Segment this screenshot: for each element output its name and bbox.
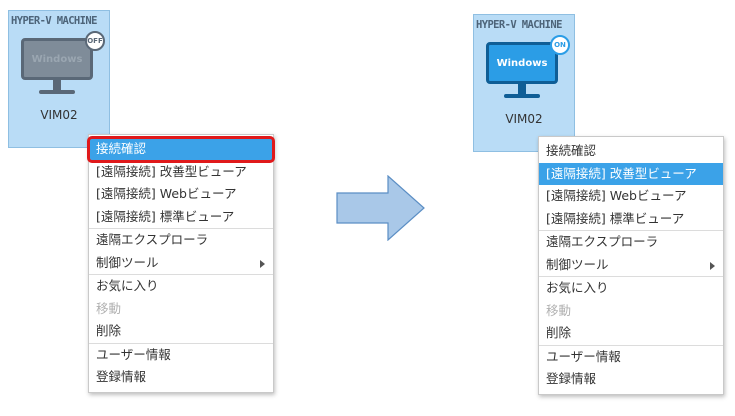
machine-name: VIM02	[40, 108, 78, 122]
menu-item-remote-enhanced-viewer[interactable]: [遠隔接続] 改善型ビューア	[539, 162, 723, 185]
menu-item-remote-web-viewer[interactable]: [遠隔接続] Webビューア	[96, 186, 237, 201]
menu-separator	[89, 274, 273, 275]
menu-item-connection-check[interactable]: 接続確認	[87, 136, 275, 163]
menu-item-remote-explorer[interactable]: 遠隔エクスプローラ	[546, 234, 659, 249]
menu-item-control-tools[interactable]: 制御ツール	[89, 252, 273, 275]
menu-item-favorites[interactable]: お気に入り	[96, 278, 159, 293]
menu-item-remote-enhanced-viewer[interactable]: [遠隔接続] 改善型ビューア	[96, 163, 247, 179]
power-status-badge: ON	[550, 35, 570, 55]
machine-type-label: HYPER-V MACHINE	[476, 19, 562, 31]
power-status-badge: OFF	[85, 31, 105, 51]
submenu-arrow-icon	[260, 259, 265, 268]
machine-name: VIM02	[505, 112, 543, 126]
menu-item-move: 移動	[96, 300, 122, 316]
menu-item-delete[interactable]: 削除	[96, 323, 122, 338]
menu-item-remote-web-viewer[interactable]: [遠隔接続] Webビューア	[546, 188, 687, 203]
menu-item-favorites[interactable]: お気に入り	[546, 280, 609, 295]
menu-separator	[539, 276, 723, 277]
context-menu-right: 接続確認 [遠隔接続] 改善型ビューア [遠隔接続] Webビューア [遠隔接続…	[538, 136, 724, 395]
menu-item-move: 移動	[546, 302, 572, 318]
menu-item-delete[interactable]: 削除	[546, 325, 572, 340]
monitor-icon: Windows	[21, 38, 93, 98]
monitor-screen: Windows	[21, 38, 93, 80]
menu-item-remote-standard-viewer[interactable]: [遠隔接続] 標準ビューア	[96, 208, 235, 224]
menu-item-user-info[interactable]: ユーザー情報	[96, 346, 171, 362]
menu-separator	[89, 228, 273, 229]
context-menu-left: 接続確認 [遠隔接続] 改善型ビューア [遠隔接続] Webビューア [遠隔接続…	[87, 134, 275, 393]
machine-tile-left[interactable]: HYPER-V MACHINE Windows OFF VIM02	[8, 10, 110, 148]
menu-item-remote-explorer[interactable]: 遠隔エクスプローラ	[96, 232, 209, 247]
menu-item-registration-info[interactable]: 登録情報	[546, 371, 597, 386]
menu-item-label: 制御ツール	[546, 256, 609, 272]
machine-type-label: HYPER-V MACHINE	[11, 15, 97, 27]
machine-tile-right[interactable]: HYPER-V MACHINE Windows ON VIM02	[473, 14, 575, 152]
menu-item-user-info[interactable]: ユーザー情報	[546, 348, 621, 364]
menu-item-connection-check[interactable]: 接続確認	[546, 143, 597, 158]
monitor-screen: Windows	[486, 42, 558, 84]
menu-item-control-tools[interactable]: 制御ツール	[539, 254, 723, 277]
menu-item-label: 制御ツール	[96, 254, 159, 270]
menu-separator	[539, 344, 723, 346]
right-arrow-icon	[336, 175, 425, 241]
menu-separator	[539, 230, 723, 231]
monitor-icon: Windows	[486, 42, 558, 102]
menu-item-remote-standard-viewer[interactable]: [遠隔接続] 標準ビューア	[546, 210, 685, 226]
menu-item-registration-info[interactable]: 登録情報	[96, 369, 147, 384]
submenu-arrow-icon	[710, 261, 715, 270]
menu-separator	[89, 342, 273, 344]
